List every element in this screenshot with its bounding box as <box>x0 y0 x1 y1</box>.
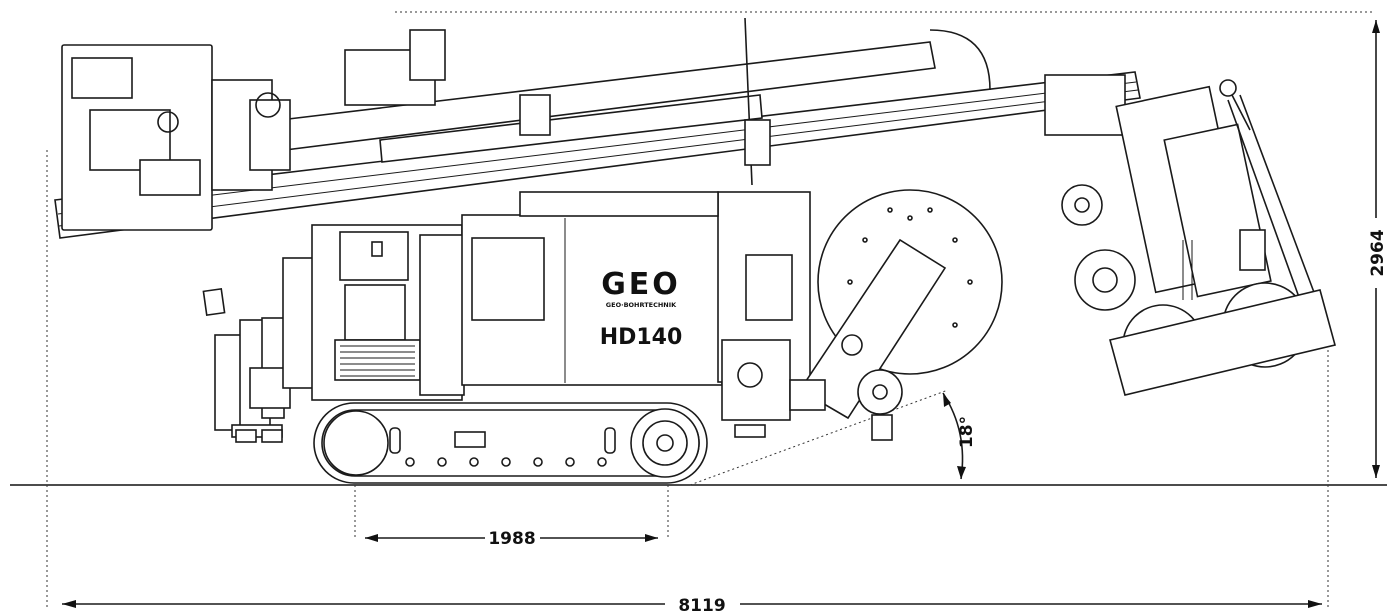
drill-mast <box>54 17 1336 396</box>
drum-holes <box>847 207 973 328</box>
track-length-label: 1988 <box>488 529 535 549</box>
logo-tagline: GEO·BOHRTECHNIK <box>606 301 677 309</box>
radiator-grille <box>340 345 415 377</box>
height-dimension: 2964 <box>1368 20 1387 478</box>
logo-mark: GEO <box>601 267 681 302</box>
track-length-dimension: 1988 <box>365 529 658 549</box>
geo-logo: GEO GEO·BOHRTECHNIK <box>601 267 681 309</box>
machine-body <box>202 189 1003 441</box>
angle-dimension: 18° <box>942 392 977 480</box>
track-rollers <box>405 457 607 467</box>
overall-length-label: 8119 <box>678 596 725 615</box>
angle-label: 18° <box>957 416 977 448</box>
height-label: 2964 <box>1368 229 1387 276</box>
overall-length-dimension: 8119 <box>62 596 1322 615</box>
crawler-track <box>235 402 766 484</box>
model-label: HD140 <box>600 325 683 350</box>
